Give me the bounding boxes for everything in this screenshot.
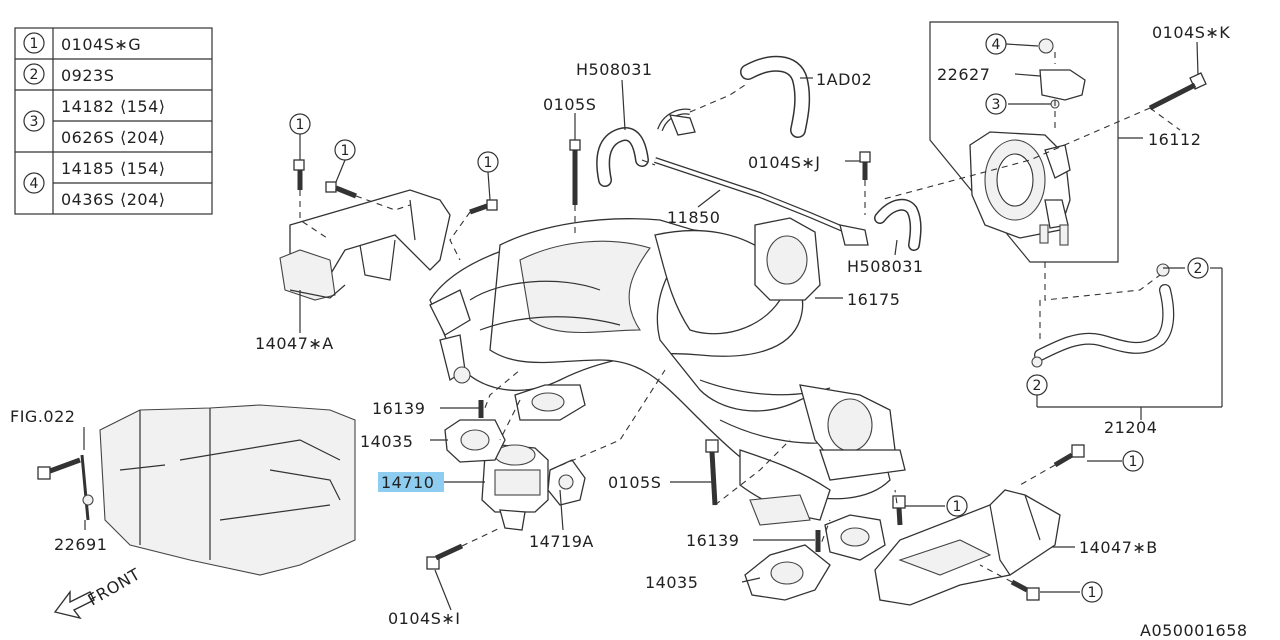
- gasket-14035-left: [444, 419, 506, 463]
- label-14035-right: 14035: [645, 573, 698, 592]
- throttle-body: [929, 21, 1119, 263]
- bracket-14047a: [279, 189, 451, 301]
- label-14035-left: 14035: [360, 432, 413, 451]
- label-14710: 14710: [381, 473, 434, 492]
- label-0104s-j: 0104S∗J: [748, 153, 821, 172]
- gasket-upper-left: [514, 384, 586, 421]
- engine-block: [99, 404, 356, 576]
- bolt-fig022: [37, 457, 81, 480]
- legend-num-2: 2: [30, 67, 39, 83]
- bolt-right-1c: [1010, 579, 1040, 601]
- hose-h508031-bot: [874, 198, 922, 251]
- label-0104s-i: 0104S∗I: [388, 609, 461, 628]
- bolt-left-1a: [293, 159, 305, 190]
- pipe-11850: [654, 108, 869, 246]
- intake-manifold: [429, 218, 906, 526]
- gasket-16175: [754, 217, 821, 301]
- bolt-left-1c: [469, 199, 498, 215]
- gasket-lower-right: [824, 514, 886, 561]
- label-22691: 22691: [54, 535, 107, 554]
- label-diagram-id: A050001658: [1140, 621, 1248, 640]
- assembly-lines: [299, 52, 1181, 583]
- label-0105s-top: 0105S: [543, 95, 596, 114]
- legend-num-4: 4: [30, 176, 39, 192]
- label-1ad02: 1AD02: [816, 70, 872, 89]
- label-h508031-bot: H508031: [847, 257, 924, 276]
- legend-part-1a: 0104S∗G: [61, 35, 141, 54]
- label-14047a: 14047∗A: [255, 334, 334, 353]
- callout-2-a: 2: [1194, 261, 1203, 277]
- egr-valve: [481, 444, 586, 531]
- callout-1-a: 1: [296, 117, 305, 133]
- callouts: 1 1 1 4 3 2 2 1 1 1: [289, 33, 1209, 603]
- label-fig022: FIG.022: [10, 407, 75, 426]
- label-22627: 22627: [937, 65, 990, 84]
- bolt-0105s-mid: [705, 439, 719, 506]
- part-labels: H508031 1AD02 0105S 0104S∗K 22627 16112 …: [10, 23, 1248, 640]
- bolt-0104s-j: [859, 151, 871, 180]
- bracket-22691: [80, 454, 94, 521]
- gasket-14035-right: [744, 544, 831, 601]
- callout-1-e: 1: [953, 499, 962, 515]
- callout-1-d: 1: [1129, 454, 1138, 470]
- callout-4: 4: [992, 37, 1001, 53]
- front-label: FRONT: [85, 564, 144, 609]
- bolt-left-1b: [325, 181, 357, 199]
- front-arrow: FRONT: [53, 564, 144, 620]
- hose-h508031-top: [596, 127, 649, 187]
- callout-2-b: 2: [1033, 378, 1042, 394]
- callout-1-b: 1: [341, 143, 350, 159]
- callout-1-f: 1: [1088, 585, 1097, 601]
- bolt-0105s-top: [569, 139, 581, 205]
- legend-num-3: 3: [30, 114, 39, 130]
- legend-table: 1 2 3 4 0104S∗G 0923S 14182 ⟨154⟩ 0626S …: [14, 27, 213, 215]
- legend-part-3a: 14182 ⟨154⟩: [61, 97, 166, 116]
- label-16112: 16112: [1148, 130, 1201, 149]
- label-14047b: 14047∗B: [1079, 538, 1158, 557]
- bolts: [37, 72, 1207, 601]
- label-16139-right: 16139: [686, 531, 739, 550]
- label-0104s-k: 0104S∗K: [1152, 23, 1230, 42]
- label-16175: 16175: [847, 290, 900, 309]
- label-21204: 21204: [1104, 418, 1157, 437]
- callout-1-c: 1: [484, 155, 493, 171]
- bolt-right-1a: [1053, 444, 1085, 468]
- legend-num-1: 1: [30, 36, 39, 52]
- legend-part-4a: 14185 ⟨154⟩: [61, 159, 166, 178]
- label-11850: 11850: [667, 208, 720, 227]
- label-h508031-top: H508031: [576, 60, 653, 79]
- legend-part-3b: 0626S ⟨204⟩: [61, 128, 165, 147]
- bolt-0104s-i: [426, 543, 464, 570]
- label-0105s-mid: 0105S: [608, 473, 661, 492]
- bolt-0104s-k: [1148, 72, 1207, 111]
- legend-part-4b: 0436S ⟨204⟩: [61, 190, 165, 209]
- hose-1ad02: [740, 55, 811, 138]
- legend-part-2a: 0923S: [61, 66, 114, 85]
- highlight-14710: [378, 472, 444, 492]
- label-14719a: 14719A: [529, 532, 594, 551]
- hose-21204: [1031, 263, 1175, 368]
- leader-lines: [83, 41, 1223, 593]
- bracket-14047b: [874, 489, 1061, 606]
- label-16139-left: 16139: [372, 399, 425, 418]
- callout-3: 3: [992, 97, 1001, 113]
